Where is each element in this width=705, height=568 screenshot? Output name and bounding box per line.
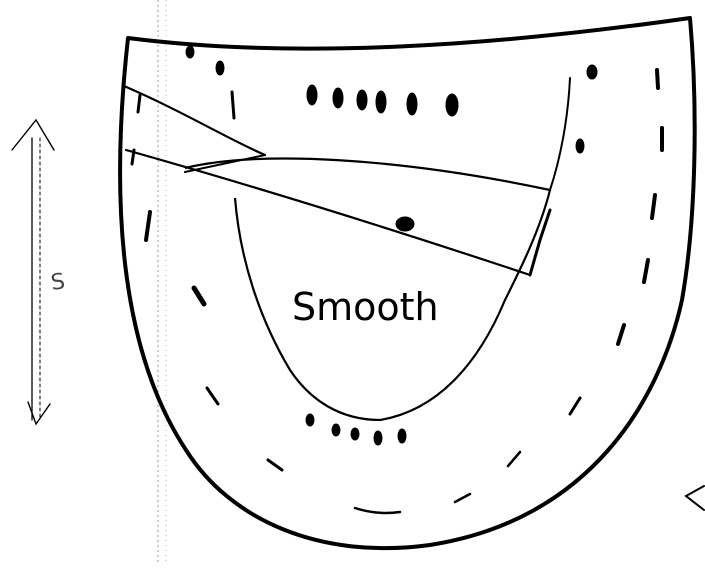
- smooth-label: Smooth: [292, 285, 439, 329]
- side-measure-label: S: [49, 269, 66, 296]
- inner-right-curve: [550, 78, 570, 190]
- measure-arrow-left: [12, 120, 54, 424]
- slice-line-upper: [124, 86, 265, 155]
- stitch-marks: [132, 46, 662, 513]
- outer-outline: [120, 18, 695, 548]
- scan-fold-lines: [158, 0, 166, 564]
- slice-connector: [185, 155, 265, 172]
- bottom-right-arrow: [686, 486, 704, 510]
